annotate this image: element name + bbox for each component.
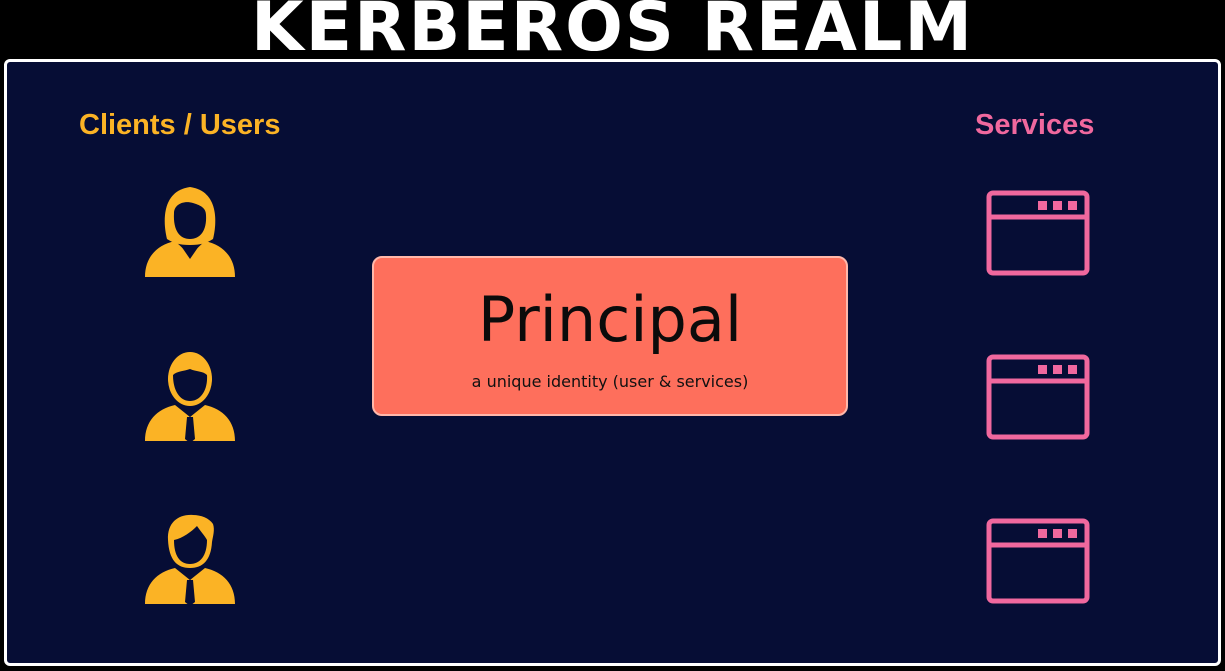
browser-window-icon xyxy=(986,354,1090,440)
principal-title: Principal xyxy=(477,283,743,356)
male-user-icon xyxy=(145,352,235,443)
principal-subtitle: a unique identity (user & services) xyxy=(471,372,749,391)
services-heading: Services xyxy=(975,109,1095,141)
principal-box: Principal a unique identity (user & serv… xyxy=(372,256,848,416)
realm-title: KERBEROS REALM xyxy=(250,0,975,67)
male-user-icon xyxy=(145,514,235,606)
browser-window-icon xyxy=(986,190,1090,276)
clients-heading: Clients / Users xyxy=(79,109,281,141)
female-user-icon xyxy=(145,187,235,277)
browser-window-icon xyxy=(986,518,1090,604)
